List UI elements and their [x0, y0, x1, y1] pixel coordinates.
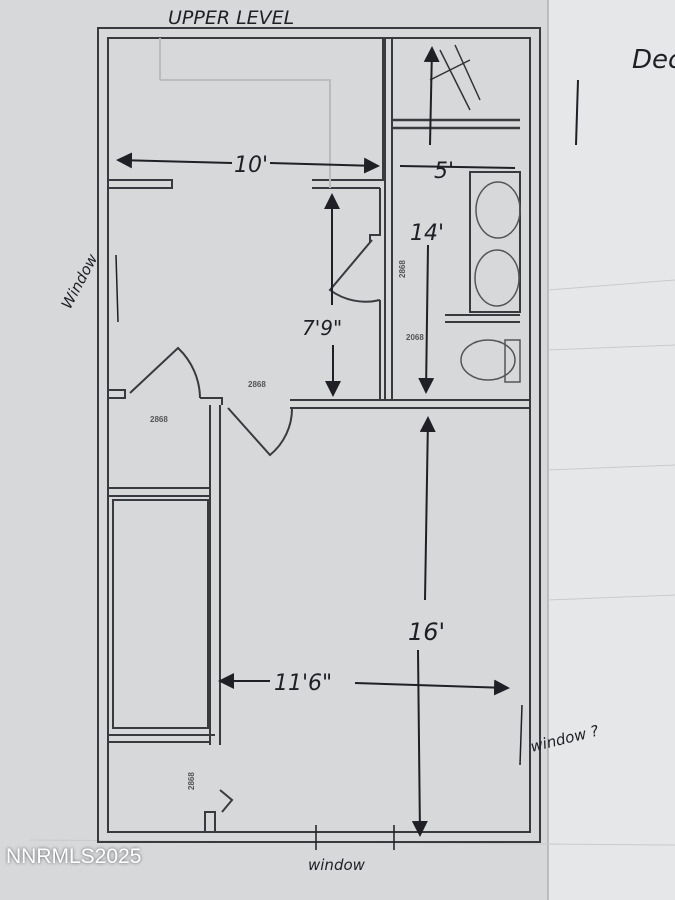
dim-bath-length: 14' — [410, 221, 444, 246]
toilet-icon — [460, 339, 516, 381]
door-label: 2868 — [398, 260, 407, 278]
paper-sheet — [0, 0, 548, 900]
dim-top-room-width: 10' — [234, 153, 268, 178]
dim-bath-width: 5' — [434, 159, 454, 184]
door-label: 2068 — [406, 333, 424, 342]
door-label: 2868 — [187, 772, 196, 790]
dimension-lines — [115, 46, 523, 850]
dim-hall-length: 7'9" — [302, 316, 342, 340]
walls — [97, 27, 541, 843]
bath-fixtures — [429, 44, 521, 383]
dim-bedroom-length: 16' — [408, 618, 445, 646]
bottom-window-note: window — [308, 856, 366, 874]
door-label: 2868 — [150, 415, 168, 424]
second-sheet — [548, 0, 675, 900]
watermark: NNRMLS2025 — [6, 845, 142, 868]
margin-mark — [575, 79, 579, 146]
title: UPPER LEVEL — [168, 7, 294, 29]
side-note: Dec — [632, 45, 675, 75]
sink-icon — [474, 249, 520, 307]
dim-bedroom-width: 11'6" — [274, 671, 332, 696]
sink-icon — [475, 181, 521, 239]
door-label: 2868 — [248, 380, 266, 389]
